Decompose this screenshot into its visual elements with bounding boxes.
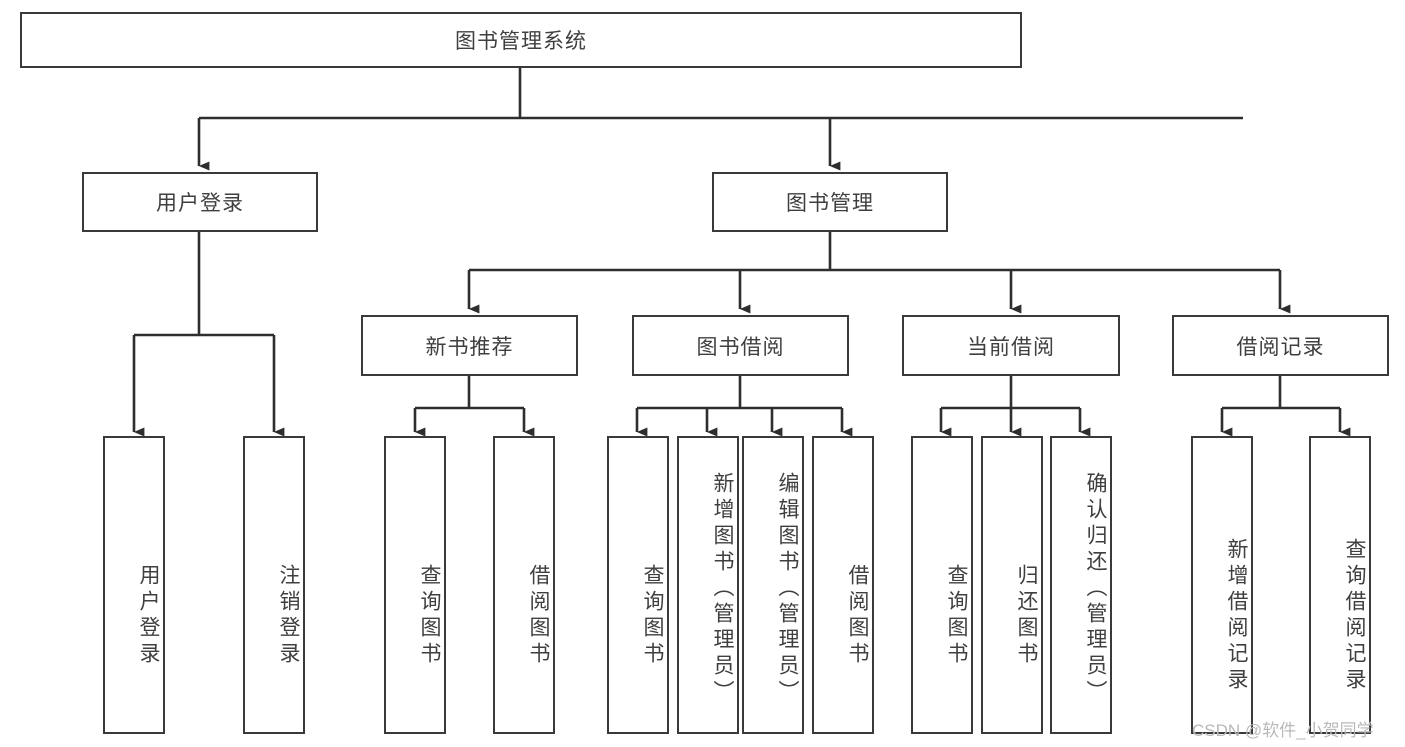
leaf-logout-login[interactable]: 注销登录: [243, 436, 305, 734]
node-current-borrow[interactable]: 当前借阅: [902, 315, 1120, 376]
leaf-query-book-borrow[interactable]: 查询图书: [607, 436, 669, 734]
leaf-borrow-book-recommend[interactable]: 借阅图书: [493, 436, 555, 734]
leaf-add-book-admin[interactable]: 新增图书（管理员）: [677, 436, 739, 734]
csdn-watermark: CSDN @软件_小贺同学: [1192, 721, 1374, 740]
leaf-edit-book-admin[interactable]: 编辑图书（管理员）: [742, 436, 804, 734]
node-borrow-record[interactable]: 借阅记录: [1172, 315, 1389, 376]
leaf-add-borrow-record[interactable]: 新增借阅记录: [1191, 436, 1253, 734]
node-user-login[interactable]: 用户登录: [82, 172, 318, 232]
leaf-query-book-current[interactable]: 查询图书: [911, 436, 973, 734]
leaf-confirm-return-admin[interactable]: 确认归还（管理员）: [1050, 436, 1112, 734]
leaf-return-book[interactable]: 归还图书: [981, 436, 1043, 734]
leaf-query-borrow-record[interactable]: 查询借阅记录: [1309, 436, 1371, 734]
leaf-user-login[interactable]: 用户登录: [103, 436, 165, 734]
node-book-borrow[interactable]: 图书借阅: [632, 315, 849, 376]
node-root-system[interactable]: 图书管理系统: [20, 12, 1022, 68]
node-book-management[interactable]: 图书管理: [712, 172, 948, 232]
leaf-query-book-recommend[interactable]: 查询图书: [384, 436, 446, 734]
node-new-book-recommend[interactable]: 新书推荐: [361, 315, 578, 376]
leaf-borrow-book-borrow[interactable]: 借阅图书: [812, 436, 874, 734]
